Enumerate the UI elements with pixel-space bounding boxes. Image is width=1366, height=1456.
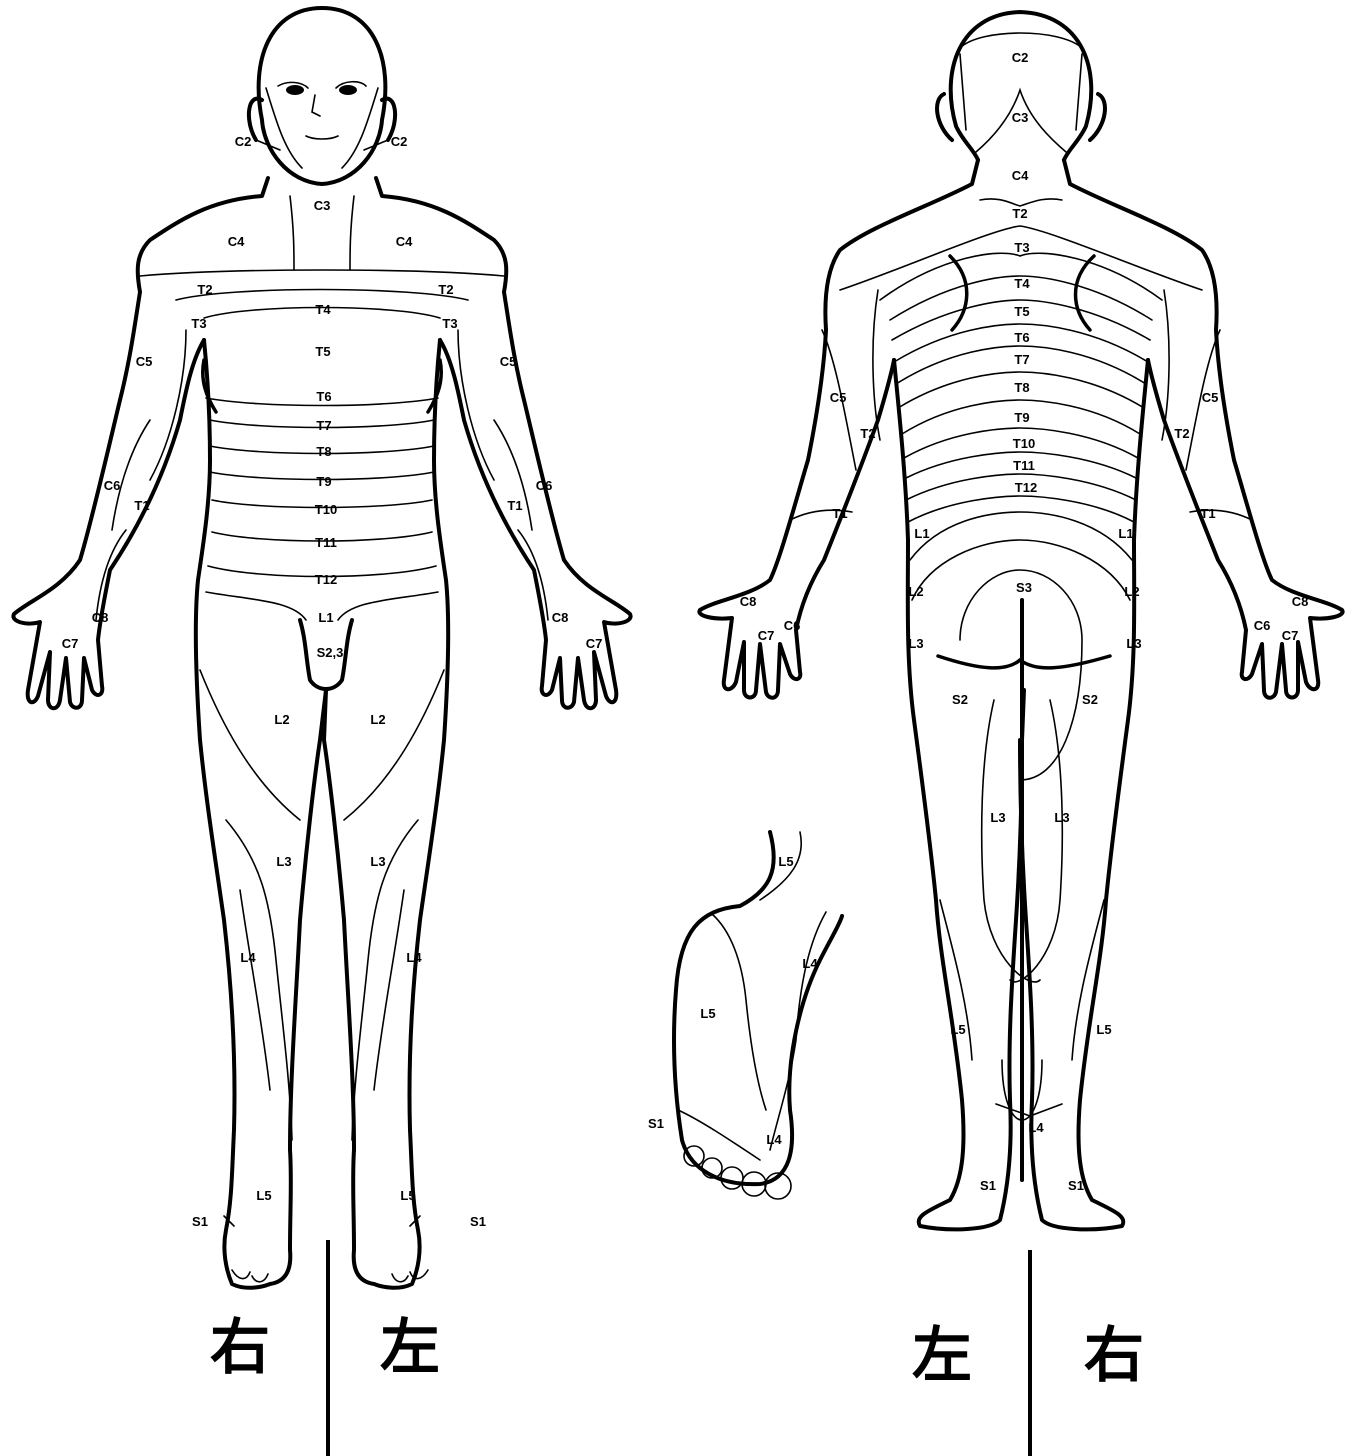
front-view-label-c6: C6: [536, 478, 553, 493]
front-view-label-c7: C7: [62, 636, 79, 651]
back-view-label-l3: L3: [908, 636, 923, 651]
back-view-label-c3: C3: [1012, 110, 1029, 125]
front-view-label-l1: L1: [318, 610, 333, 625]
front-view-label-l2: L2: [274, 712, 289, 727]
front-view-label-t2: T2: [197, 282, 212, 297]
front-view-label-c7: C7: [586, 636, 603, 651]
back-view-label-c2: C2: [1012, 50, 1029, 65]
back-view-label-t6: T6: [1014, 330, 1029, 345]
back-view-label-c5: C5: [1202, 390, 1219, 405]
front-view-label-c3: C3: [314, 198, 331, 213]
back-view-label-t1: T1: [832, 506, 847, 521]
back-view-label-t7: T7: [1014, 352, 1029, 367]
front-view-label-t11: T11: [315, 535, 337, 550]
back-view-label-t8: T8: [1014, 380, 1029, 395]
back-view-label-s1: S1: [1068, 1178, 1084, 1193]
front-view-label-t10: T10: [315, 502, 337, 517]
back-view-label-s2: S2: [952, 692, 968, 707]
front-view-label-t5: T5: [315, 344, 330, 359]
front-view-label-l5: L5: [400, 1188, 415, 1203]
back-view-label-l2: L2: [908, 584, 923, 599]
back-view-label-c5: C5: [830, 390, 847, 405]
front-view-label-t2: T2: [438, 282, 453, 297]
back-view-label-t9: T9: [1014, 410, 1029, 425]
side-indicators: 右 左 左 右: [210, 1240, 1144, 1456]
front-view-label-s1: S1: [192, 1214, 208, 1229]
front-view-label-l3: L3: [370, 854, 385, 869]
back-view-label-l2: L2: [1124, 584, 1139, 599]
front-view-label-c8: C8: [92, 610, 109, 625]
sole-foot: [674, 832, 842, 1199]
back-view-label-c6: C6: [784, 618, 801, 633]
sole-view-label-l5: L5: [778, 854, 793, 869]
back-left-side-label: 左: [912, 1321, 972, 1391]
back-view-label-t2: T2: [1012, 206, 1027, 221]
back-view-label-l1: L1: [1118, 526, 1133, 541]
back-view-label-t4: T4: [1014, 276, 1030, 291]
front-view-label-t9: T9: [316, 474, 331, 489]
back-view-label-s1: S1: [980, 1178, 996, 1193]
back-view-label-c4: C4: [1012, 168, 1029, 183]
front-view-label-l4: L4: [240, 950, 256, 965]
front-view-label-c4: C4: [396, 234, 413, 249]
sole-view-label-l4: L4: [802, 956, 818, 971]
back-view-label-t2: T2: [1174, 426, 1189, 441]
front-view-label-c5: C5: [136, 354, 153, 369]
back-view-label-l3: L3: [990, 810, 1005, 825]
back-view-label-c6: C6: [1254, 618, 1271, 633]
back-view-label-l4: L4: [1028, 1120, 1044, 1135]
front-view-label-t7: T7: [316, 418, 331, 433]
front-view-label-l5: L5: [256, 1188, 271, 1203]
back-view-label-l3: L3: [1054, 810, 1069, 825]
front-view-label-t1: T1: [507, 498, 522, 513]
back-view-label-c7: C7: [1282, 628, 1299, 643]
front-view-label-c5: C5: [500, 354, 517, 369]
sole-view-label-l5: L5: [700, 1006, 715, 1021]
back-view-label-s3: S3: [1016, 580, 1032, 595]
back-view-label-s2: S2: [1082, 692, 1098, 707]
back-view-label-t2: T2: [860, 426, 875, 441]
front-view-label-c8: C8: [552, 610, 569, 625]
back-view-label-t1: T1: [1200, 506, 1215, 521]
back-view-label-t11: T11: [1013, 458, 1035, 473]
front-view-label-t1: T1: [134, 498, 149, 513]
front-view-label-c2: C2: [235, 134, 252, 149]
sole-view-label-s1: S1: [648, 1116, 664, 1131]
back-view-label-t5: T5: [1014, 304, 1029, 319]
front-view-label-s23: S2,3: [317, 645, 344, 660]
back-view-label-l3: L3: [1126, 636, 1141, 651]
front-view-label-l3: L3: [276, 854, 291, 869]
back-right-side-label: 右: [1084, 1321, 1144, 1391]
front-view-label-t12: T12: [315, 572, 337, 587]
front-view-label-c6: C6: [104, 478, 121, 493]
back-view-label-l1: L1: [914, 526, 929, 541]
front-view-label-s1: S1: [470, 1214, 486, 1229]
back-view-label-t3: T3: [1014, 240, 1029, 255]
front-view-label-l2: L2: [370, 712, 385, 727]
back-view-label-l5: L5: [1096, 1022, 1111, 1037]
front-right-side-label: 右: [210, 1313, 270, 1383]
back-view-label-l5: L5: [950, 1022, 965, 1037]
front-view-label-c4: C4: [228, 234, 245, 249]
sole-view-label-l4: L4: [766, 1132, 782, 1147]
front-view-label-t3: T3: [191, 316, 206, 331]
back-view-label-c8: C8: [1292, 594, 1309, 609]
front-view-label-t8: T8: [316, 444, 331, 459]
front-view-label-t3: T3: [442, 316, 457, 331]
front-view-label-l4: L4: [406, 950, 422, 965]
back-view-label-c8: C8: [740, 594, 757, 609]
back-view-label-c7: C7: [758, 628, 775, 643]
front-left-side-label: 左: [380, 1313, 440, 1383]
back-view-label-t10: T10: [1013, 436, 1035, 451]
front-view-label-t4: T4: [315, 302, 331, 317]
front-view-label-t6: T6: [316, 389, 331, 404]
back-view-label-t12: T12: [1015, 480, 1037, 495]
front-view-label-c2: C2: [391, 134, 408, 149]
